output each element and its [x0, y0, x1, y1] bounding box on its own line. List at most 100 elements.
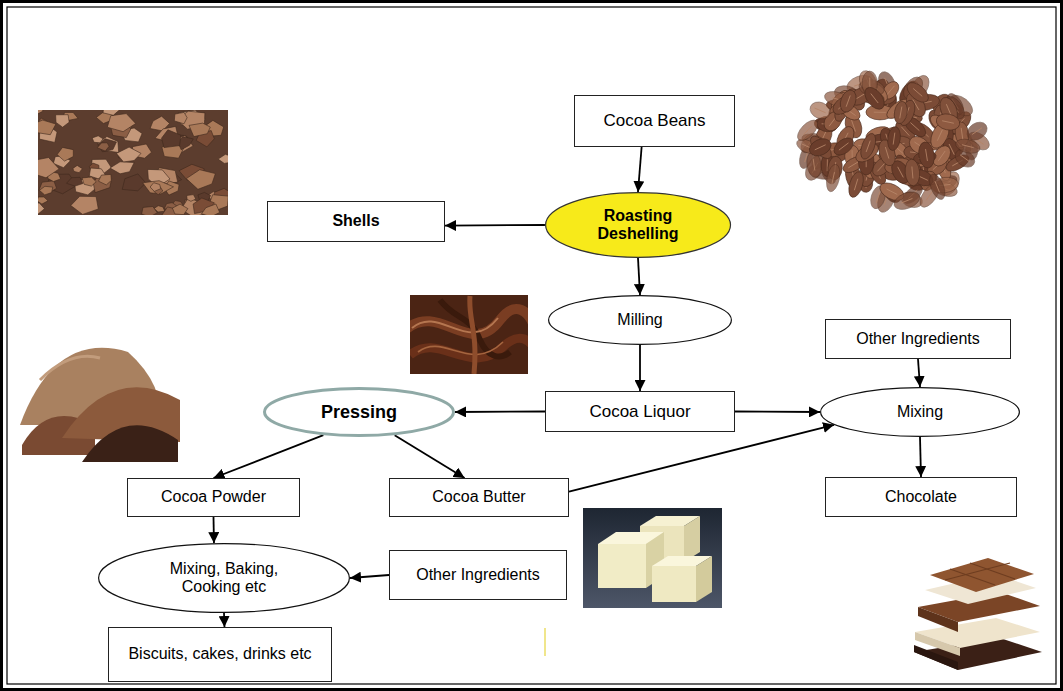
shell-fragment	[99, 174, 112, 185]
bean-cleft	[815, 108, 826, 113]
flow-arrow	[639, 345, 641, 391]
photo-ground	[38, 110, 228, 215]
product-box: Chocolate	[825, 477, 1017, 517]
bean-cleft	[935, 181, 939, 192]
process-ellipse: Milling	[548, 295, 732, 345]
shell-fragment	[150, 183, 161, 192]
process-ellipse: Roasting Deshelling	[545, 192, 731, 258]
cocoa-butter-photo	[583, 508, 722, 608]
product-box: Cocoa Powder	[127, 478, 300, 517]
inner-frame	[7, 7, 1056, 684]
bean-body	[935, 112, 962, 132]
ellipse-shape	[821, 388, 1020, 437]
cocoa-bean	[892, 189, 923, 213]
flow-arrow	[395, 435, 465, 478]
bean-body	[807, 133, 835, 162]
flow-arrow	[223, 613, 225, 627]
product-box: Shells	[267, 201, 445, 242]
chocolate-slab	[930, 558, 1034, 592]
product-box: Cocoa Liquor	[545, 391, 735, 432]
shell-fragment	[189, 123, 210, 137]
chocolate-slab	[918, 607, 958, 632]
bean-body	[893, 100, 909, 124]
bean-cleft	[885, 147, 889, 158]
bean-body	[807, 135, 834, 159]
product-box: Cocoa Beans	[574, 95, 735, 147]
bean-cleft	[887, 86, 895, 95]
bean-cleft	[839, 143, 849, 150]
powder-pile	[82, 425, 178, 462]
bean-body	[837, 88, 859, 114]
bean-cleft	[962, 145, 974, 148]
node-label: Cocoa Liquor	[589, 402, 690, 422]
bean-cleft	[876, 192, 880, 203]
cocoa-bean	[954, 137, 981, 156]
product-box: Other Ingredients	[825, 319, 1011, 359]
bean-cleft	[912, 167, 913, 179]
flow-arrow	[638, 147, 642, 192]
shell-fragment	[143, 181, 174, 194]
bean-cleft	[937, 130, 942, 141]
swirl-highlight	[418, 342, 503, 354]
node-label: Chocolate	[885, 488, 957, 506]
chocolate-groove	[945, 563, 1010, 580]
cocoa-bean	[935, 112, 962, 132]
shell-fragment	[172, 204, 188, 215]
bean-cleft	[846, 95, 850, 106]
ellipse-shape	[546, 193, 731, 258]
shell-fragment	[103, 110, 120, 115]
bean-cleft	[960, 155, 970, 162]
flow-arrow	[918, 359, 920, 387]
swirl-highlight	[412, 318, 498, 332]
bean-cleft	[938, 151, 945, 161]
node-label: Mixing	[897, 403, 943, 421]
shell-fragment	[56, 115, 70, 128]
bean-body	[954, 137, 981, 156]
stray-mark	[544, 628, 546, 656]
bean-cleft	[926, 190, 933, 200]
bean-body	[886, 126, 902, 151]
product-box: Other Ingredients	[389, 550, 567, 600]
cocoa-bean	[904, 159, 921, 187]
bean-cleft	[893, 133, 895, 145]
shell-fragment	[57, 147, 73, 161]
flow-arrow	[213, 517, 215, 543]
ellipse-shape	[549, 296, 732, 345]
bean-cleft	[815, 145, 826, 150]
bean-cleft	[942, 121, 954, 123]
bean-cleft	[926, 149, 928, 161]
cocoa-bean	[824, 163, 842, 193]
shell-fragment	[186, 170, 215, 190]
cocoa-shells-photo	[38, 110, 228, 215]
flow-arrow	[735, 411, 820, 413]
node-label: Roasting Deshelling	[577, 207, 699, 244]
shell-fragment	[67, 177, 83, 186]
bean-cleft	[832, 172, 834, 184]
node-label: Cocoa Powder	[161, 488, 266, 506]
bean-body	[831, 134, 857, 158]
bean-cleft	[887, 189, 898, 194]
bean-cleft	[871, 94, 878, 103]
shell-fragment	[218, 154, 228, 163]
node-label: Cocoa Beans	[603, 111, 705, 131]
product-box: Biscuits, cakes, drinks etc	[108, 627, 332, 682]
shell-fragment	[174, 112, 187, 123]
process-ellipse: Mixing	[820, 387, 1020, 437]
cocoa-bean	[807, 99, 832, 122]
shell-fragment	[162, 130, 181, 148]
shell-fragment	[97, 143, 109, 151]
flow-arrow	[920, 437, 921, 477]
cocoa-bean	[807, 133, 835, 162]
flow-arrow	[569, 425, 834, 492]
process-ellipse: Pressing	[263, 387, 455, 437]
shell-fragment	[38, 158, 59, 178]
bean-cleft	[866, 141, 870, 152]
cocoa-bean	[807, 135, 834, 159]
cocoa-bean	[926, 172, 948, 202]
bean-cleft	[913, 88, 922, 96]
shell-fragment	[107, 114, 135, 132]
bean-body	[807, 99, 832, 122]
bean-body	[926, 172, 948, 202]
